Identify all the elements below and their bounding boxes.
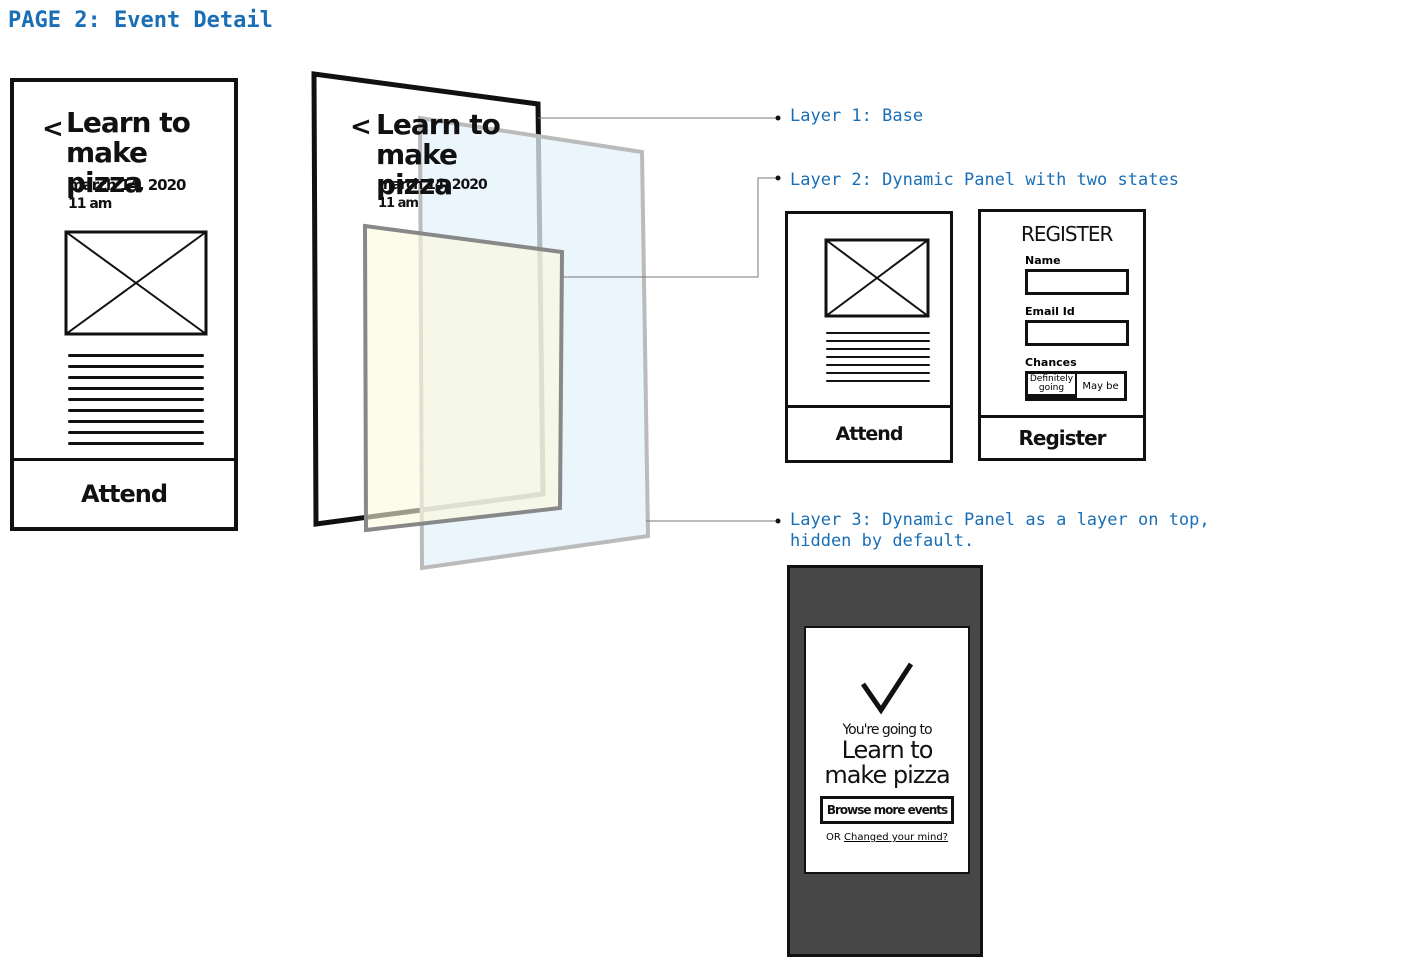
register-heading: REGISTER [1021, 222, 1113, 246]
image-placeholder [824, 238, 930, 318]
confirmation-overlay: You're going to Learn to make pizza Brow… [787, 565, 983, 957]
or-text: OR [825, 832, 841, 843]
layers-illustration [311, 71, 781, 571]
browse-more-events-button[interactable]: Browse more events [820, 796, 954, 824]
event-time: 11 am [68, 196, 112, 212]
checkmark-icon [860, 662, 914, 715]
layered-event-time: 11 am [378, 196, 419, 211]
option-definitely-going[interactable]: Definitely going [1028, 374, 1077, 398]
chances-label: Chances [1025, 356, 1077, 369]
layered-back-icon: < [350, 112, 372, 142]
event-date: march 14, 2020 [68, 176, 186, 194]
event-detail-sketch: < Learn to make pizza march 14, 2020 11 … [10, 78, 238, 531]
name-input[interactable] [1025, 269, 1129, 295]
page-title: PAGE 2: Event Detail [8, 8, 273, 33]
panel-state-attend: Attend [785, 211, 953, 463]
option-maybe[interactable]: May be [1082, 380, 1119, 392]
confirmation-card: You're going to Learn to make pizza Brow… [804, 626, 970, 874]
layer-2-label: Layer 2: Dynamic Panel with two states [790, 170, 1179, 190]
back-icon[interactable]: < [42, 114, 64, 144]
description-lines [826, 332, 930, 388]
name-label: Name [1025, 254, 1061, 267]
layered-event-title: Learn to make pizza [376, 108, 501, 201]
attend-button[interactable]: Attend [80, 480, 168, 508]
email-input[interactable] [1025, 320, 1129, 346]
confirmation-title: Learn to make pizza [824, 736, 950, 789]
changed-mind-link[interactable]: Changed your mind? [844, 832, 948, 843]
register-button[interactable]: Register [1018, 426, 1106, 450]
layer-3-label-line2: hidden by default. [790, 531, 975, 551]
panel-state-register: REGISTER Name Email Id Chances Definitel… [978, 209, 1146, 461]
image-placeholder [64, 230, 208, 336]
layer-3-label-line1: Layer 3: Dynamic Panel as a layer on top… [790, 510, 1210, 530]
confirmation-subtitle: You're going to [842, 722, 932, 738]
layer-2-panel [362, 223, 565, 533]
chances-toggle[interactable]: Definitely going May be [1025, 371, 1127, 401]
connector-layer-2 [562, 177, 778, 278]
email-label: Email Id [1025, 305, 1075, 318]
layer-1-label: Layer 1: Base [790, 106, 924, 126]
attend-button[interactable]: Attend [835, 423, 904, 445]
description-lines [68, 354, 204, 453]
event-title: Learn to make pizza [66, 106, 191, 199]
layer-3-label: Layer 3: Dynamic Panel as a layer on top… [790, 510, 1210, 552]
layered-event-date: march 14, 2020 [378, 177, 488, 193]
